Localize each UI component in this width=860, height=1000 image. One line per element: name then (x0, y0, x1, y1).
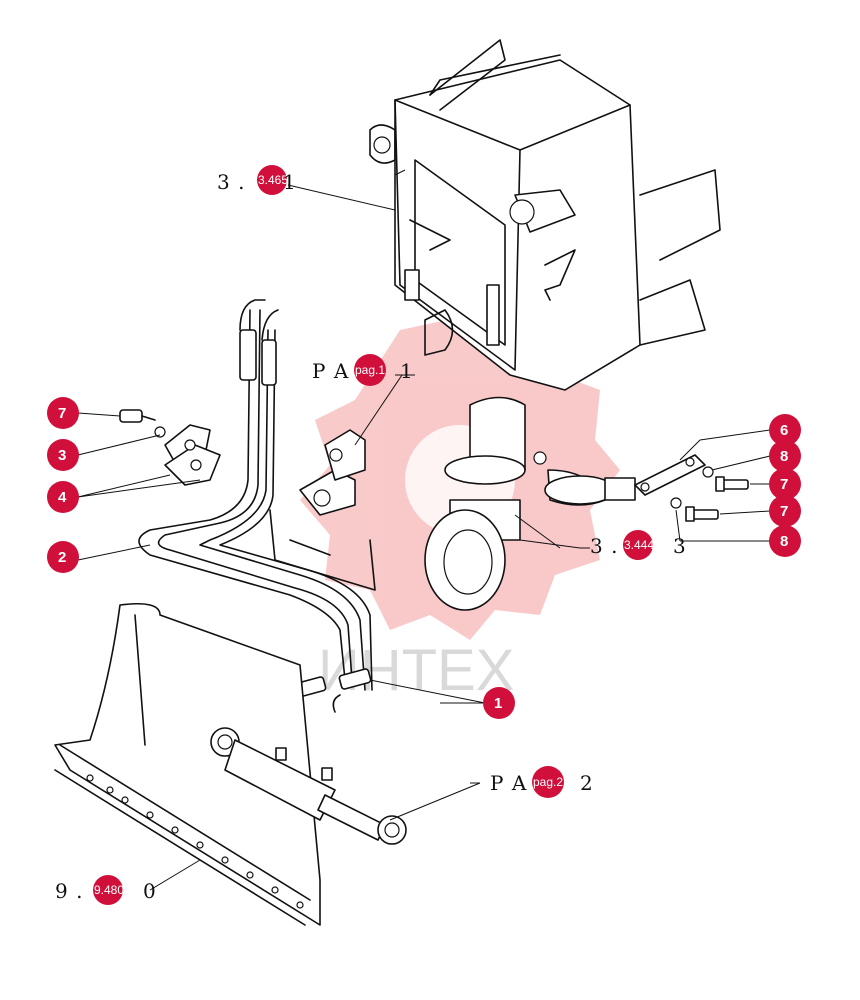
lift-cylinder (424, 396, 636, 611)
ref-blade-prefix: 9 . (55, 879, 83, 903)
callout-1-label: 1 (494, 695, 502, 712)
callout-7-left-circle (47, 397, 79, 429)
ref-frame[interactable]: 3 . 3.465 1 (217, 165, 297, 195)
callout-8-top-label: 8 (780, 448, 788, 465)
callout-1-circle (483, 687, 515, 719)
callout-7-left-label: 7 (58, 405, 66, 422)
callout-7-left[interactable]: 7 (47, 397, 79, 429)
callout-8-bottom-label: 8 (780, 533, 788, 550)
ref-blade-suffix: 0 (143, 879, 157, 903)
blade-cylinder (210, 727, 407, 845)
right-fasteners (634, 454, 749, 522)
ref-blade[interactable]: 9 . 9.480 0 (55, 875, 157, 905)
ref-frame-badge-circle (257, 165, 287, 195)
callout-3-label: 3 (58, 447, 66, 464)
callout-7-right-bottom[interactable]: 7 (769, 495, 801, 527)
ref-frame-badge: 3.465 (258, 173, 288, 187)
ref-cylinder[interactable]: P A pag.2 2 (490, 766, 594, 798)
callout-7-right-bottom-circle (769, 495, 801, 527)
callout-6-circle (769, 414, 801, 446)
leader-lines (77, 184, 771, 891)
callout-6[interactable]: 6 (769, 414, 801, 446)
ref-bracket[interactable]: P A pag.1 1 (312, 354, 414, 386)
main-frame (369, 39, 721, 391)
ref-clamp-badge-circle (623, 530, 653, 560)
callout-2-label: 2 (58, 549, 66, 566)
callout-7-right-bottom-label: 7 (780, 503, 788, 520)
ref-bracket-badge-circle (354, 354, 386, 386)
callout-4-label: 4 (58, 489, 67, 506)
hose-clamp-parts (119, 409, 221, 486)
ref-cylinder-suffix: 2 (580, 771, 594, 795)
ref-cylinder-badge: pag.2 (533, 775, 563, 789)
callout-3-circle (47, 439, 79, 471)
ref-cylinder-badge-circle (532, 766, 564, 798)
callout-4[interactable]: 4 (47, 481, 79, 513)
callout-2-circle (47, 541, 79, 573)
ref-blade-badge-circle (93, 875, 123, 905)
dozer-blade (54, 602, 321, 926)
watermark-text: ИНТЕХ (318, 638, 514, 703)
callout-8-top[interactable]: 8 (769, 440, 801, 472)
callout-8-top-circle (769, 440, 801, 472)
ref-bracket-prefix: P A (312, 359, 349, 383)
ref-bracket-suffix: 1 (400, 359, 414, 383)
callout-1[interactable]: 1 (483, 687, 515, 719)
ref-clamp-badge: 3.444 (624, 538, 654, 552)
blade-holes (86, 774, 304, 909)
callout-8-bottom-circle (769, 525, 801, 557)
ref-clamp-prefix: 3 . (590, 534, 618, 558)
callout-2[interactable]: 2 (47, 541, 79, 573)
ref-clamp[interactable]: 3 . 3.444 3 (590, 530, 687, 560)
callout-8-bottom[interactable]: 8 (769, 525, 801, 557)
ref-cylinder-prefix: P A (490, 771, 527, 795)
callout-3[interactable]: 3 (47, 439, 79, 471)
ref-frame-prefix: 3 . (217, 170, 245, 194)
ref-bracket-badge: pag.1 (355, 363, 385, 377)
callout-4-circle (47, 481, 79, 513)
callout-7-right-top-label: 7 (780, 476, 788, 493)
callout-7-right-top[interactable]: 7 (769, 468, 801, 500)
mounting-bracket (269, 429, 376, 591)
callout-7-right-top-circle (769, 468, 801, 500)
ref-blade-badge: 9.480 (94, 883, 124, 897)
callout-6-label: 6 (780, 422, 788, 439)
ref-clamp-suffix: 3 (673, 534, 687, 558)
ref-frame-suffix: 1 (283, 170, 297, 194)
